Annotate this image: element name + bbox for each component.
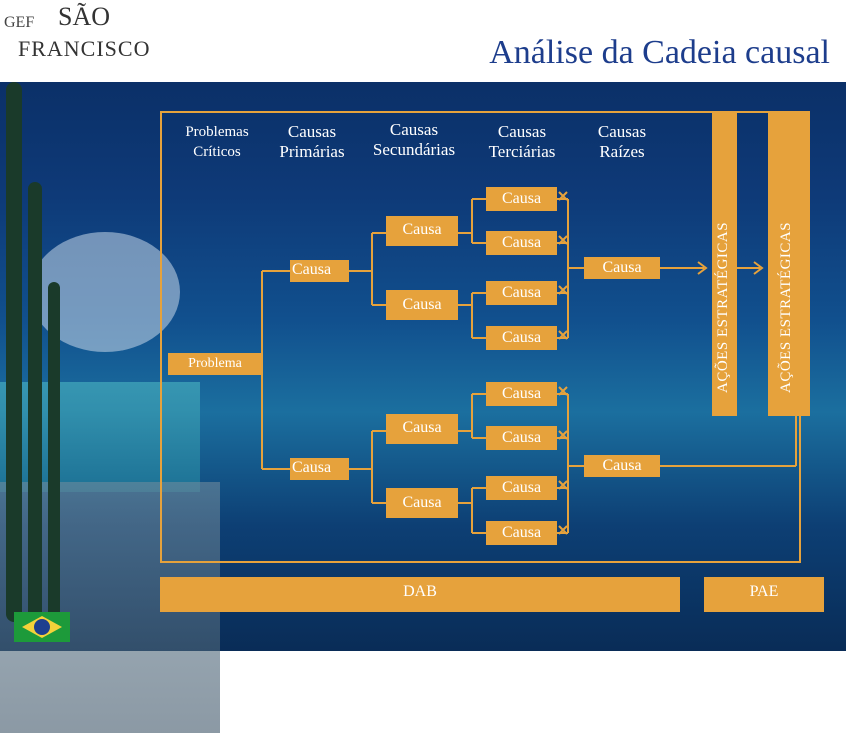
causa-terciaria-node: Causa [486, 426, 557, 450]
pae-bar: PAE [704, 577, 824, 612]
flag-circle [34, 619, 50, 635]
header-causas-secundarias: Causas Secundárias [362, 120, 466, 160]
header-causas-terciarias: Causas Terciárias [470, 122, 574, 162]
causa-raiz-node: Causa [584, 455, 660, 477]
causa-primaria-node: Causa [290, 260, 349, 282]
dab-bar: DAB [160, 577, 680, 612]
causa-raiz-node: Causa [584, 257, 660, 279]
causa-secundaria-node: Causa [386, 290, 458, 320]
connector-lines [261, 191, 797, 535]
header-causas-raizes: Causas Raízes [580, 122, 664, 162]
acoes-estrategicas-label: AÇÕES ESTRATÉGICAS [778, 221, 794, 393]
logo-gef: GEF [4, 14, 35, 31]
header-line: Causas [497, 122, 547, 141]
causa-terciaria-node: Causa [486, 187, 557, 211]
header-line: Causas [287, 122, 337, 141]
header-line: Primárias [279, 142, 345, 161]
header-problemas-criticos: Problemas Críticos [172, 122, 262, 162]
cactus-trunk [48, 282, 60, 622]
acoes-estrategicas-bar: AÇÕES ESTRATÉGICAS [712, 111, 737, 416]
causa-secundaria-node: Causa [386, 216, 458, 246]
header-causas-primarias: Causas Primárias [264, 122, 360, 162]
brazil-flag-icon [14, 612, 70, 642]
acoes-estrategicas-bar: AÇÕES ESTRATÉGICAS [768, 111, 810, 416]
causa-terciaria-node: Causa [486, 326, 557, 350]
cactus-trunk [28, 182, 42, 622]
header-line: Causas [389, 120, 439, 139]
header-line: Críticos [193, 144, 241, 160]
causa-primaria-node: Causa [290, 458, 349, 480]
problem-node: Problema [168, 353, 262, 375]
acoes-estrategicas-label: AÇÕES ESTRATÉGICAS [715, 221, 731, 393]
logo-sao: SÃO [58, 2, 111, 31]
causa-terciaria-node: Causa [486, 382, 557, 406]
header-line: Causas [597, 122, 647, 141]
causa-terciaria-node: Causa [486, 521, 557, 545]
causa-secundaria-node: Causa [386, 488, 458, 518]
cactus-trunk [6, 82, 22, 622]
header-line: Secundárias [372, 140, 456, 159]
causa-secundaria-node: Causa [386, 414, 458, 444]
page-title: Análise da Cadeia causal [489, 34, 830, 71]
header-line: Raízes [599, 142, 645, 161]
causa-terciaria-node: Causa [486, 231, 557, 255]
header-line: Problemas [185, 124, 249, 140]
logo-francisco: FRANCISCO [18, 36, 151, 61]
header-bar: GEF SÃO FRANCISCO Análise da Cadeia caus… [0, 0, 846, 82]
header-line: Terciárias [488, 142, 556, 161]
causa-terciaria-node: Causa [486, 476, 557, 500]
causa-terciaria-node: Causa [486, 281, 557, 305]
